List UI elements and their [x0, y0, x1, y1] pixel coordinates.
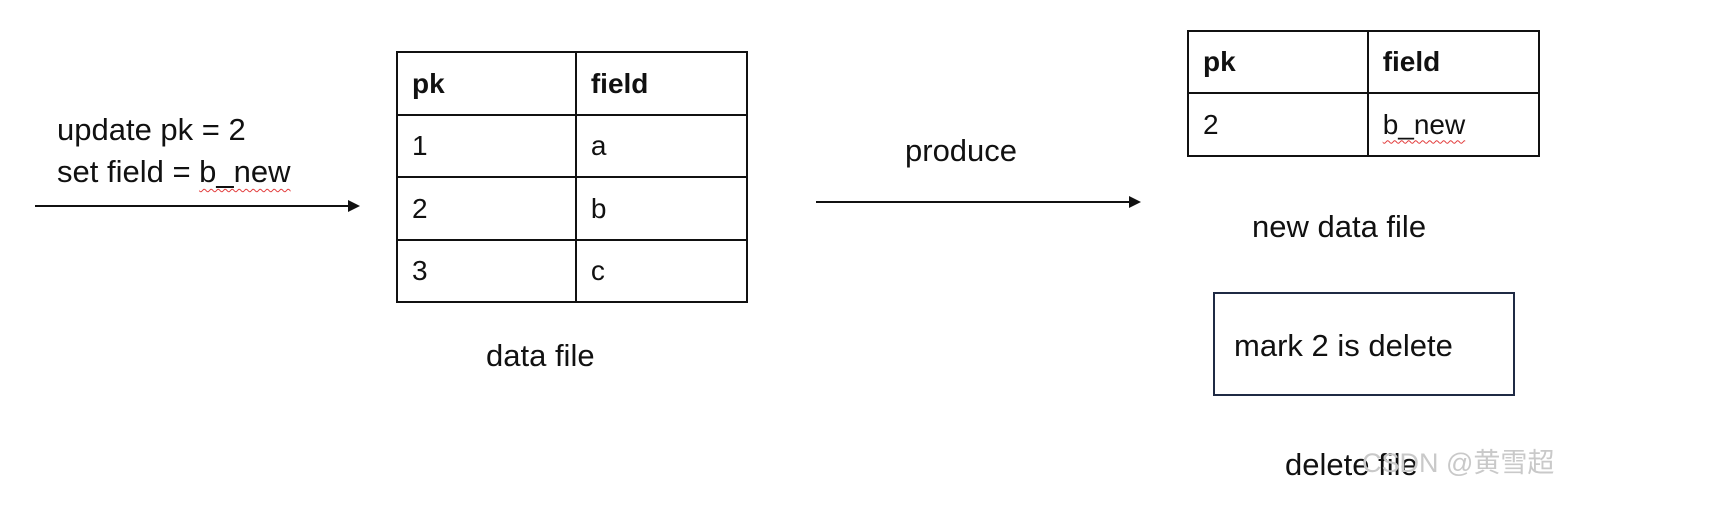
table-row: 1 a: [396, 114, 749, 178]
watermark: CSDN @黄雪超: [1362, 448, 1555, 478]
delete-file-caption: delete file: [1285, 447, 1418, 482]
data-file-cell-pk: 1: [396, 114, 577, 178]
data-file-cell-field: b: [574, 176, 749, 241]
produce-label: produce: [905, 133, 1018, 168]
new-data-file-cell-field: b_new: [1366, 92, 1541, 157]
data-file-cell-pk: 3: [396, 239, 577, 303]
data-file-caption: data file: [486, 338, 595, 373]
table-row: 3 c: [396, 239, 749, 303]
data-file-header-row: pk field: [396, 51, 749, 116]
update-line-2: set field = b_new: [57, 153, 291, 191]
new-data-file-cell-pk: 2: [1187, 92, 1369, 157]
data-file-cell-pk: 2: [396, 176, 577, 241]
data-file-table: pk field 1 a 2 b 3 c: [396, 51, 749, 303]
new-data-file-header-row: pk field: [1187, 30, 1541, 94]
new-data-file-table: pk field 2 b_new: [1187, 30, 1541, 157]
new-data-file-header-field: field: [1366, 30, 1541, 94]
update-line-2-prefix: set field =: [57, 154, 200, 189]
delete-file-box-text: mark 2 is delete: [1234, 328, 1453, 363]
table-row: 2 b_new: [1187, 92, 1541, 157]
arrow-produce-head: [1129, 196, 1141, 208]
delete-file-box: [1213, 292, 1515, 396]
data-file-cell-field: a: [574, 114, 749, 178]
arrow-to-data-file-head: [348, 200, 360, 212]
new-data-file-cell-value: b_new: [1382, 108, 1466, 140]
data-file-cell-field: c: [574, 239, 749, 303]
arrow-to-data-file: [35, 205, 349, 207]
data-file-header-pk: pk: [396, 51, 577, 116]
new-data-file-header-pk: pk: [1187, 30, 1369, 94]
table-row: 2 b: [396, 176, 749, 241]
new-data-file-caption: new data file: [1252, 209, 1427, 244]
update-line-1: update pk = 2: [57, 112, 246, 147]
arrow-produce: [816, 201, 1130, 203]
update-line-2-value: b_new: [199, 154, 291, 189]
data-file-header-field: field: [574, 51, 749, 116]
